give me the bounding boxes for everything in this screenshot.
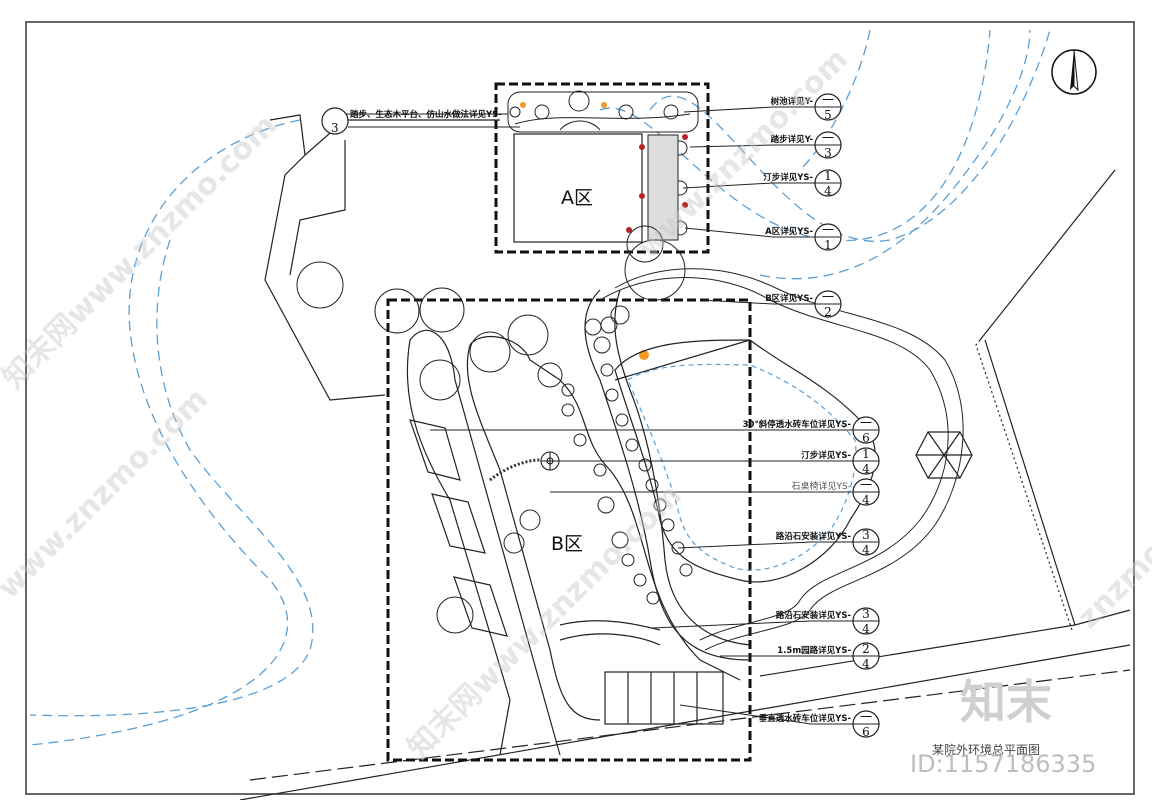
callout-ref-bottom: 4 bbox=[862, 462, 870, 476]
callout-label: 树池详见Y- bbox=[771, 96, 814, 107]
callout-ref-top: 1 bbox=[824, 169, 832, 183]
callout-label: 汀步详见YS- bbox=[763, 172, 813, 183]
callout-label: 垂直透水砖车位详见YS- bbox=[759, 713, 852, 724]
callout-ref-bottom: 4 bbox=[862, 657, 870, 671]
callout-leader-line bbox=[683, 106, 815, 113]
angled-parking bbox=[409, 419, 508, 637]
callout-ref-bottom: 4 bbox=[862, 493, 870, 507]
callout-ref-bottom: 4 bbox=[862, 543, 870, 557]
callout-ref-bottom: 6 bbox=[862, 431, 870, 445]
zone-a-features bbox=[507, 90, 699, 241]
callout-label: A区详见YS- bbox=[765, 226, 813, 237]
callout-ref-bottom: 2 bbox=[824, 305, 832, 319]
callout-ref-top: 3 bbox=[862, 607, 870, 621]
watermark-text: 知末网www.znzmo.com bbox=[0, 108, 284, 396]
callout-label: 路沿石安装详见YS- bbox=[776, 531, 852, 542]
callout-leader-line bbox=[699, 299, 815, 305]
callout-ref-top: 一 bbox=[860, 416, 872, 430]
brand-logo-text: 知末 bbox=[960, 675, 1052, 729]
callout-left-number: 3 bbox=[331, 121, 339, 135]
stone-table-icon bbox=[540, 451, 560, 471]
hexagon-pavilion-icon bbox=[915, 431, 973, 479]
callout-ref-top: 一 bbox=[822, 93, 834, 107]
callout-left-text: 踏步、生态木平台、仿山水做法详见YS- bbox=[350, 109, 502, 120]
drawing-title: 某院外环境总平面图 bbox=[932, 742, 1040, 757]
tree-markers-red bbox=[626, 134, 688, 233]
pond bbox=[599, 268, 964, 651]
callout-ref-bottom: 6 bbox=[862, 725, 870, 739]
tree-markers-orange bbox=[520, 102, 649, 360]
callout-ref-bottom: 4 bbox=[824, 184, 832, 198]
callout-left: 3 踏步、生态木平台、仿山水做法详见YS- bbox=[321, 107, 520, 135]
zone-b-paths bbox=[406, 289, 751, 756]
callout-label: 30°斜停透水砖车位详见YS- bbox=[743, 419, 852, 430]
callout-ref-top: 一 bbox=[822, 223, 834, 237]
zone-a-building bbox=[513, 133, 643, 243]
callouts-right: 一5树池详见Y-一3踏步详见Y-14汀步详见YS-一1A区详见YS-一2B区详见… bbox=[430, 93, 880, 739]
trees bbox=[296, 225, 693, 634]
site-boundary bbox=[239, 114, 1131, 800]
callout-ref-top: 一 bbox=[822, 131, 834, 145]
zone-a-boundary bbox=[494, 82, 710, 254]
callout-ref-bottom: 4 bbox=[862, 622, 870, 636]
callout-ref-top: 3 bbox=[862, 528, 870, 542]
callout-leader-line bbox=[679, 704, 853, 725]
id-text: ID:1157186335 bbox=[910, 750, 1096, 778]
perpendicular-parking bbox=[604, 671, 724, 725]
zone-b-boundary bbox=[386, 298, 752, 762]
callout-ref-top: 2 bbox=[862, 642, 870, 656]
callout-ref-bottom: 3 bbox=[824, 146, 832, 160]
pond-bridge-line bbox=[614, 339, 751, 381]
callout-leader-line bbox=[684, 227, 815, 238]
callout-ref-bottom: 5 bbox=[824, 108, 832, 122]
callout-leader-line bbox=[682, 182, 815, 189]
callout-label: 踏步详见Y- bbox=[771, 134, 814, 145]
callout-leader-line bbox=[677, 541, 853, 549]
callout-label: B区详见YS- bbox=[765, 293, 813, 304]
callout-leader-line bbox=[689, 144, 815, 148]
callout-ref-top: 1 bbox=[862, 447, 870, 461]
north-arrow-icon bbox=[1051, 49, 1097, 95]
zone-a-label: A区 bbox=[561, 187, 593, 209]
watermark-text: 知末网www.znzmo.com bbox=[401, 478, 689, 766]
callout-label: 石桌椅详见YS- bbox=[792, 480, 851, 492]
zone-b-label: B区 bbox=[551, 533, 583, 555]
water-contour-lines bbox=[29, 29, 1051, 746]
callout-ref-top: 一 bbox=[822, 290, 834, 304]
stepping-stone-path bbox=[489, 458, 541, 482]
watermark-text: www.znzmo.com bbox=[0, 382, 215, 606]
drawing-frame bbox=[25, 21, 1135, 795]
callout-label: 1.5m园路详见YS- bbox=[777, 645, 851, 656]
watermark-text: znzmo.com bbox=[1071, 477, 1152, 636]
callout-label: 汀步详见YS- bbox=[801, 450, 851, 461]
callout-label: 路沿石安装详见YS- bbox=[776, 610, 852, 621]
callout-ref-top: 一 bbox=[860, 478, 872, 492]
callout-ref-bottom: 1 bbox=[824, 238, 832, 252]
callout-ref-top: 一 bbox=[860, 710, 872, 724]
callout-leader-line bbox=[651, 620, 853, 629]
